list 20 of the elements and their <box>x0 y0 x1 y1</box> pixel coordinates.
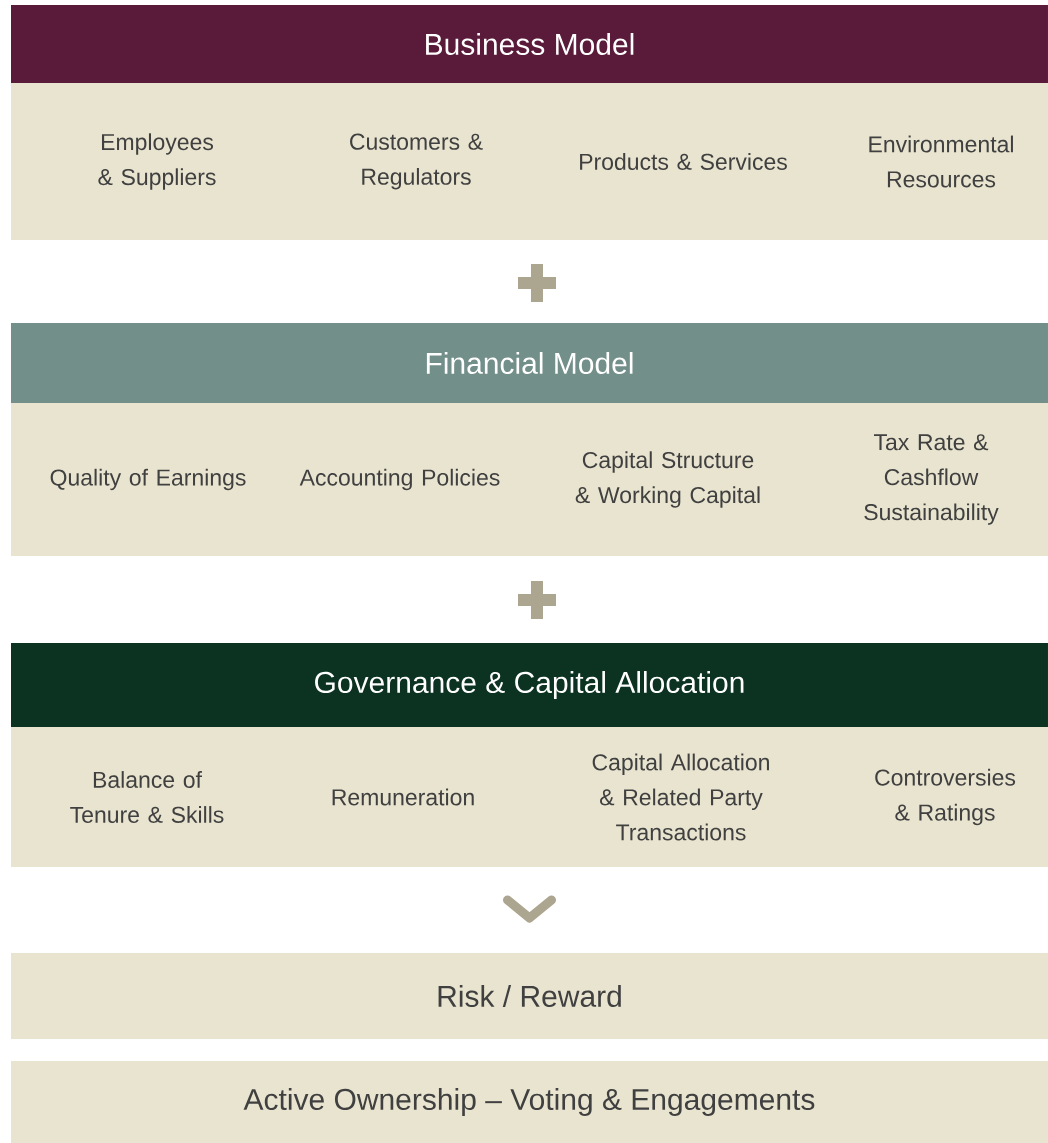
header-band: Financial Model <box>11 323 1048 403</box>
item-text: Balance of Tenure & Skills <box>70 771 224 823</box>
item-text: Controversies & Ratings <box>875 768 1016 826</box>
item-text: Employees & Suppliers <box>98 133 216 190</box>
item-text: Tax Rate & Cashflow Sustainability <box>864 434 999 525</box>
item-text: Capital Structure & Working Capital <box>575 451 760 508</box>
item-text: Products & Services <box>580 153 787 170</box>
item-text: Environmental Resources <box>869 135 1013 188</box>
item-text: Quality of Earnings <box>50 468 246 491</box>
item-band <box>11 403 1048 556</box>
item-band <box>11 727 1048 867</box>
item-text: Accounting Policies <box>299 468 500 491</box>
item-text: Capital Allocation & Related Party Transactions <box>592 753 769 841</box>
item-band <box>11 83 1048 240</box>
result-band: Risk / Reward <box>11 953 1048 1039</box>
result-band: Active Ownership – Voting & Engagements <box>11 1061 1048 1143</box>
item-text: Customers & Regulators <box>350 133 483 190</box>
header-band: Governance & Capital Allocation <box>11 643 1048 727</box>
header-band: Business Model <box>11 5 1048 83</box>
item-text: Remuneration <box>332 788 474 806</box>
